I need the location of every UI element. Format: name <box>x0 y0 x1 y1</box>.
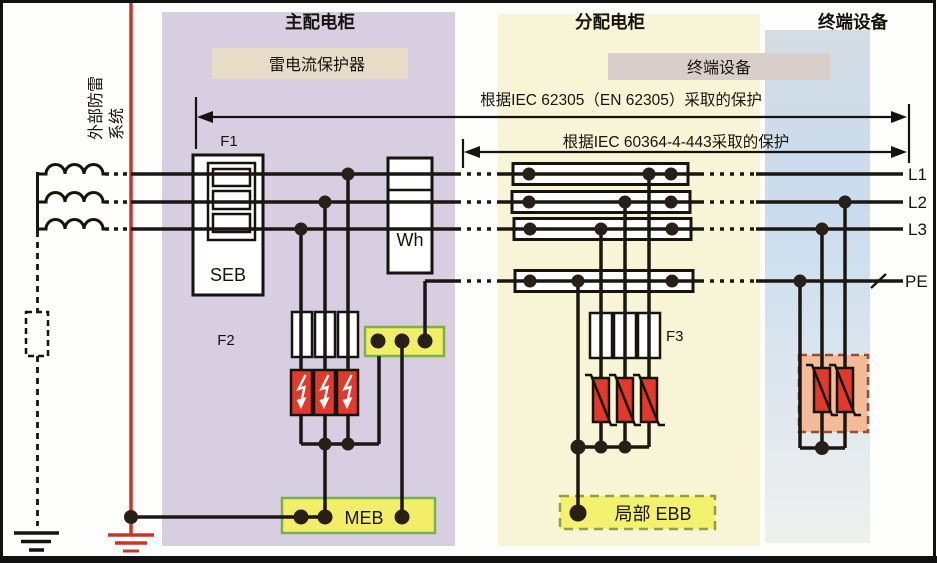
down-conductor-red <box>108 3 154 553</box>
junction-dot <box>815 222 829 236</box>
junction-dot <box>522 167 536 181</box>
junction-dot <box>594 440 608 454</box>
title-main-panel: 主配电柜 <box>285 12 355 32</box>
junction-dot <box>341 437 355 451</box>
dotted-segment <box>105 172 131 231</box>
arrowhead-right <box>891 146 907 158</box>
arrowhead-left <box>197 111 213 123</box>
terminal-dot <box>394 509 410 525</box>
label-f3: F3 <box>666 328 684 345</box>
earth-symbol-black <box>14 531 59 552</box>
energy-meter <box>386 156 434 275</box>
junction-dot <box>124 510 138 524</box>
varistor-strike <box>806 363 861 417</box>
terminal-varistor-spds <box>806 363 861 417</box>
junction-dot <box>618 195 632 209</box>
f2-spd-connector <box>301 356 381 446</box>
f2-spark-gap-spds <box>289 368 360 417</box>
inductor-coil-l2 <box>37 191 105 204</box>
inductor-coil-l3 <box>37 218 105 231</box>
terminal-dot <box>370 333 386 349</box>
inductor-coils <box>37 163 105 231</box>
isolating-spark-gap <box>24 310 50 358</box>
subtitle-lightning-current-protector: 雷电流保护器 <box>212 48 408 79</box>
terminal-dot <box>317 509 333 525</box>
subtitle-terminal-equipment: 终端设备 <box>608 53 830 80</box>
seb-element <box>211 189 252 211</box>
label-l3: L3 <box>908 220 927 239</box>
arrowhead-right <box>891 111 907 123</box>
junction-dot <box>341 167 355 181</box>
junction-dots <box>124 167 852 525</box>
label-meb: MEB <box>344 508 383 528</box>
label-iec62305: 根据IEC 62305（EN 62305）采取的保护 <box>480 91 762 109</box>
junction-dot <box>523 222 537 236</box>
label-l1: L1 <box>908 165 927 184</box>
terminal-dot <box>417 333 433 349</box>
terminal-dot <box>569 504 587 522</box>
junction-dot <box>522 195 536 209</box>
junction-dot <box>793 274 807 288</box>
label-f1: F1 <box>220 133 238 150</box>
spark-gap-spd <box>335 368 360 417</box>
label-seb: SEB <box>210 265 246 285</box>
spark-gap-spd <box>312 368 337 417</box>
label-pe: PE <box>905 272 928 291</box>
terminal-spd-box <box>797 353 870 434</box>
local-ebb-bar <box>558 494 717 531</box>
junction-dot <box>294 222 308 236</box>
subtitle-text: 雷电流保护器 <box>269 56 365 74</box>
subtitle-box <box>212 48 408 79</box>
lightning-arrowhead-icon <box>296 397 353 409</box>
lightning-bolt-icon <box>296 374 353 402</box>
seb-arrester <box>191 153 265 297</box>
title-sub-panel: 分配电柜 <box>575 12 645 32</box>
pe-slash-mark <box>870 273 887 289</box>
junction-dot <box>571 274 585 288</box>
spark-gap-spd <box>289 368 314 417</box>
figure-bottom-edge <box>0 556 937 563</box>
junction-dot <box>642 167 656 181</box>
junction-dot <box>594 222 608 236</box>
arrow-iec62305 <box>194 97 911 163</box>
varistor-strike <box>585 373 665 427</box>
subtitle-box <box>608 53 830 80</box>
title-terminal: 终端设备 <box>818 12 888 32</box>
junction-dot <box>318 437 332 451</box>
junction-dot <box>665 274 679 288</box>
junction-dot <box>570 439 586 455</box>
junction-dot <box>664 167 678 181</box>
label-wh: Wh <box>397 230 424 250</box>
label-external-lps-line1: 外部防雷 <box>87 76 105 140</box>
junction-dot <box>523 274 537 288</box>
terminal-dot <box>293 509 309 525</box>
junction-dot <box>318 195 332 209</box>
seb-element <box>211 167 252 188</box>
f3-varistor-spds <box>585 373 665 427</box>
label-iec60364: 根据IEC 60364-4-443采取的保护 <box>563 133 790 151</box>
junction-dot <box>665 222 679 236</box>
junction-dot <box>838 195 852 209</box>
terminal-dot <box>394 333 410 349</box>
arrowhead-left <box>464 146 480 158</box>
column-bg-terminal <box>765 30 870 543</box>
label-local-ebb: 局部 EBB <box>614 504 691 524</box>
label-l2: L2 <box>908 193 927 212</box>
subtitle-text: 终端设备 <box>687 59 751 77</box>
junction-dot <box>815 441 829 455</box>
lps-earth-path <box>14 172 59 552</box>
meter-box <box>386 156 434 275</box>
arrow-iec60364 <box>461 139 907 168</box>
junction-dot <box>664 195 678 209</box>
inductor-coil-l1 <box>37 163 105 176</box>
junction-dot <box>618 440 632 454</box>
label-f2: F2 <box>217 332 235 349</box>
earth-symbol-red <box>108 533 154 553</box>
label-external-lps-line2: 系统 <box>108 108 126 140</box>
